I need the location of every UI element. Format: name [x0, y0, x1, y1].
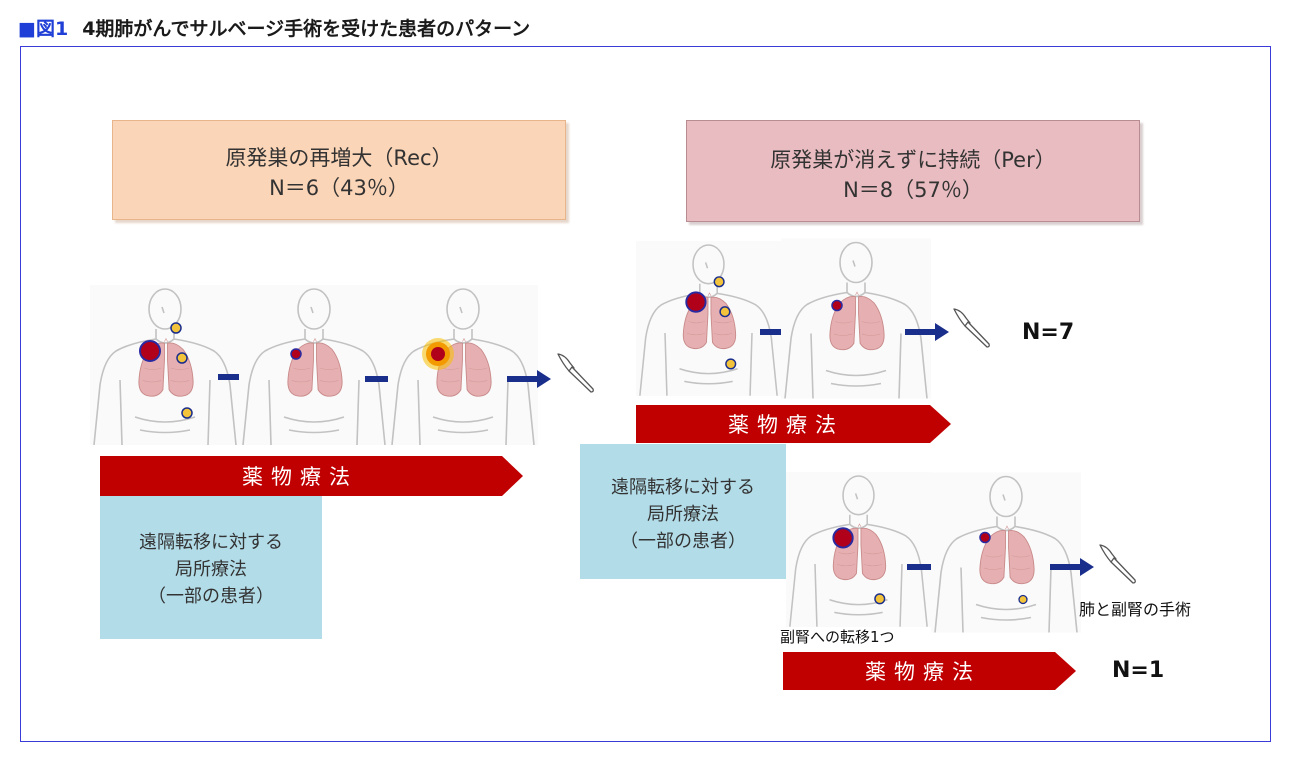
local-therapy-line1: 遠隔転移に対する	[611, 477, 755, 498]
per-sub-n-label: N=1	[1112, 658, 1165, 683]
tumor-icon	[139, 340, 161, 362]
local-therapy-line3: （一部の患者）	[148, 586, 274, 607]
per-sub-drug-therapy-bar: 薬物療法	[783, 652, 1076, 690]
rec-drug-therapy-label: 薬物療法	[242, 465, 358, 489]
local-therapy-line2: 局所療法	[175, 559, 247, 580]
per-sub-surgery-note: 肺と副腎の手術	[1079, 600, 1192, 619]
per-sub-body-2	[931, 472, 1081, 633]
rec-group-count: N＝6（43％）	[269, 176, 409, 200]
scalpel-icon	[953, 308, 990, 348]
regrowing-tumor-icon	[422, 338, 454, 370]
scalpel-icon	[557, 353, 594, 393]
per-main-n-label: N=7	[1022, 320, 1075, 345]
local-therapy-line3: （一部の患者）	[620, 531, 746, 552]
per-body-2	[781, 238, 931, 399]
metastasis-icon	[181, 407, 193, 419]
per-sub-metastasis-note: 副腎への転移1つ	[780, 628, 895, 646]
metastasis-icon	[176, 352, 188, 364]
per-drug-therapy-label: 薬物療法	[728, 413, 844, 437]
per-drug-therapy-bar: 薬物療法	[636, 405, 951, 443]
figure-frame	[20, 46, 1271, 742]
metastasis-icon	[719, 306, 731, 318]
tumor-icon	[832, 527, 854, 549]
scalpel-icon	[1099, 544, 1136, 584]
tumor-icon	[290, 348, 302, 360]
metastasis-icon	[1018, 594, 1028, 605]
rec-body-3	[388, 285, 538, 445]
per-sub-body-1	[786, 472, 931, 627]
right-arrow-icon	[905, 323, 949, 341]
rec-body-2	[239, 285, 389, 445]
local-therapy-line1: 遠隔転移に対する	[139, 532, 283, 553]
metastasis-icon	[725, 358, 737, 370]
rec-local-therapy-box: 遠隔転移に対する 局所療法 （一部の患者）	[100, 496, 322, 639]
title-marker: ■	[18, 18, 36, 40]
rec-drug-therapy-bar: 薬物療法	[100, 456, 523, 496]
per-group-title: 原発巣が消えずに持続（Per）	[770, 148, 1056, 172]
rec-body-1	[90, 285, 240, 445]
figure-number: 図1	[35, 18, 69, 40]
tumor-icon	[979, 531, 991, 544]
rec-group-title: 原発巣の再増大（Rec）	[225, 146, 453, 170]
per-group-box: 原発巣が消えずに持続（Per） N＝8（57％）	[686, 120, 1140, 222]
per-sub-drug-therapy-label: 薬物療法	[865, 660, 981, 684]
rec-group-box: 原発巣の再増大（Rec） N＝6（43％）	[112, 120, 566, 220]
metastasis-icon	[874, 593, 886, 605]
metastasis-icon	[713, 276, 725, 288]
figure-title: ■図1 4期肺がんでサルベージ手術を受けた患者のパターン	[18, 14, 530, 41]
tumor-icon	[831, 299, 843, 312]
right-arrow-icon	[507, 370, 551, 388]
per-local-therapy-box: 遠隔転移に対する 局所療法 （一部の患者）	[580, 444, 786, 579]
metastasis-icon	[170, 322, 182, 334]
local-therapy-line2: 局所療法	[647, 504, 719, 525]
per-body-1	[636, 241, 781, 396]
per-group-count: N＝8（57％）	[843, 178, 983, 202]
tumor-icon	[685, 291, 707, 313]
figure-title-text: 4期肺がんでサルベージ手術を受けた患者のパターン	[82, 18, 531, 40]
right-arrow-icon	[1050, 558, 1094, 576]
